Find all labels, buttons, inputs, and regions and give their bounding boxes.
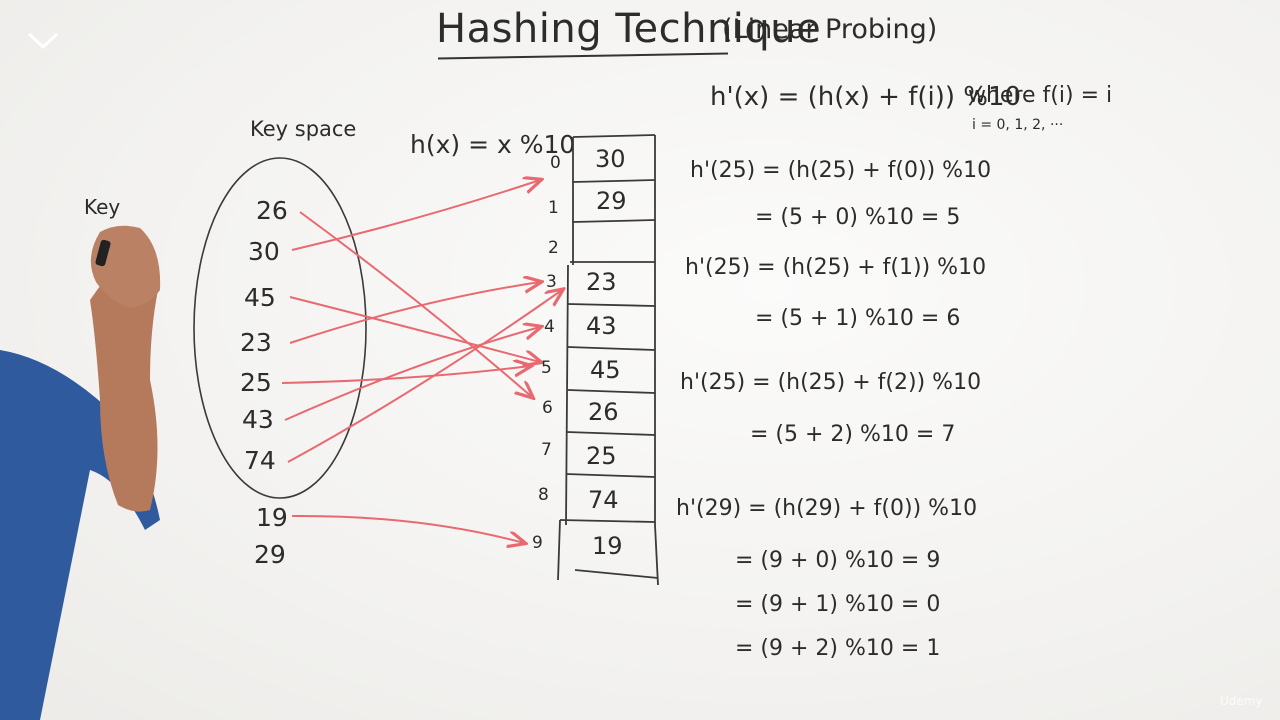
arrow-25 — [281, 366, 530, 384]
key-19: 19 — [256, 503, 288, 532]
key-74: 74 — [244, 446, 276, 475]
step-29-0: h'(29) = (h(29) + f(0)) %10 — [676, 496, 978, 521]
arrow-45 — [289, 296, 540, 362]
slot-index-8: 8 — [538, 485, 549, 505]
slot-index-4: 4 — [544, 317, 555, 337]
arrow-26 — [299, 211, 532, 397]
step-25-0-result: = (5 + 0) %10 = 5 — [755, 205, 961, 230]
cell-value-5: 45 — [590, 356, 621, 384]
slot-index-1: 1 — [548, 198, 559, 218]
step-25-1-result: = (5 + 1) %10 = 6 — [755, 306, 961, 331]
page-title: Hashing Technique — [436, 6, 822, 52]
step-29-1-result: = (9 + 1) %10 = 0 — [735, 592, 941, 617]
arrow-19 — [291, 514, 524, 543]
arrow-30 — [291, 180, 540, 251]
cell-value-3: 23 — [586, 268, 617, 296]
cell-value-4: 43 — [586, 312, 617, 340]
arrow-23 — [289, 282, 540, 344]
slot-index-7: 7 — [541, 440, 552, 460]
step-25-2: h'(25) = (h(25) + f(2)) %10 — [680, 370, 982, 395]
key-space-ellipse — [193, 157, 367, 499]
step-29-0-result: = (9 + 0) %10 = 9 — [735, 548, 941, 573]
arrow-43 — [284, 327, 540, 421]
key-25: 25 — [240, 368, 272, 397]
arrow-74 — [287, 290, 562, 463]
i-values: i = 0, 1, 2, ··· — [972, 117, 1064, 133]
cell-value-8: 74 — [588, 486, 619, 514]
key-23: 23 — [240, 328, 272, 357]
step-29-2-result: = (9 + 2) %10 = 1 — [735, 636, 941, 661]
key-29: 29 — [254, 540, 286, 569]
cell-value-0: 30 — [595, 145, 626, 173]
mapping-arrows — [281, 180, 562, 543]
slot-index-3: 3 — [546, 272, 557, 292]
slot-index-5: 5 — [541, 358, 552, 378]
key-label: Key — [84, 195, 121, 219]
watermark: Udemy — [1220, 694, 1263, 708]
key-30: 30 — [248, 237, 280, 266]
presenter-image — [0, 225, 161, 720]
step-25-0: h'(25) = (h(25) + f(0)) %10 — [690, 158, 992, 183]
collapse-chevron-icon[interactable] — [26, 30, 60, 52]
step-25-2-result: = (5 + 2) %10 = 7 — [750, 422, 956, 447]
page-subtitle: (Linear Probing) — [722, 14, 938, 45]
where-clause: where f(i) = i — [968, 83, 1113, 108]
hash-table — [557, 134, 659, 586]
key-space-label: Key space — [250, 117, 357, 141]
slot-index-2: 2 — [548, 238, 559, 258]
slot-index-6: 6 — [542, 398, 553, 418]
cell-value-7: 25 — [586, 442, 617, 470]
key-43: 43 — [242, 405, 274, 434]
probe-formula: h'(x) = (h(x) + f(i)) %10 — [710, 82, 1022, 112]
step-25-1: h'(25) = (h(25) + f(1)) %10 — [685, 255, 987, 280]
cell-value-6: 26 — [588, 398, 619, 426]
slot-index-0: 0 — [550, 153, 561, 173]
key-45: 45 — [244, 283, 276, 312]
cell-value-9: 19 — [592, 532, 623, 560]
hash-function: h(x) = x %10 — [410, 130, 576, 159]
slot-index-9: 9 — [532, 533, 543, 553]
key-26: 26 — [256, 196, 288, 225]
cell-value-1: 29 — [596, 187, 627, 215]
